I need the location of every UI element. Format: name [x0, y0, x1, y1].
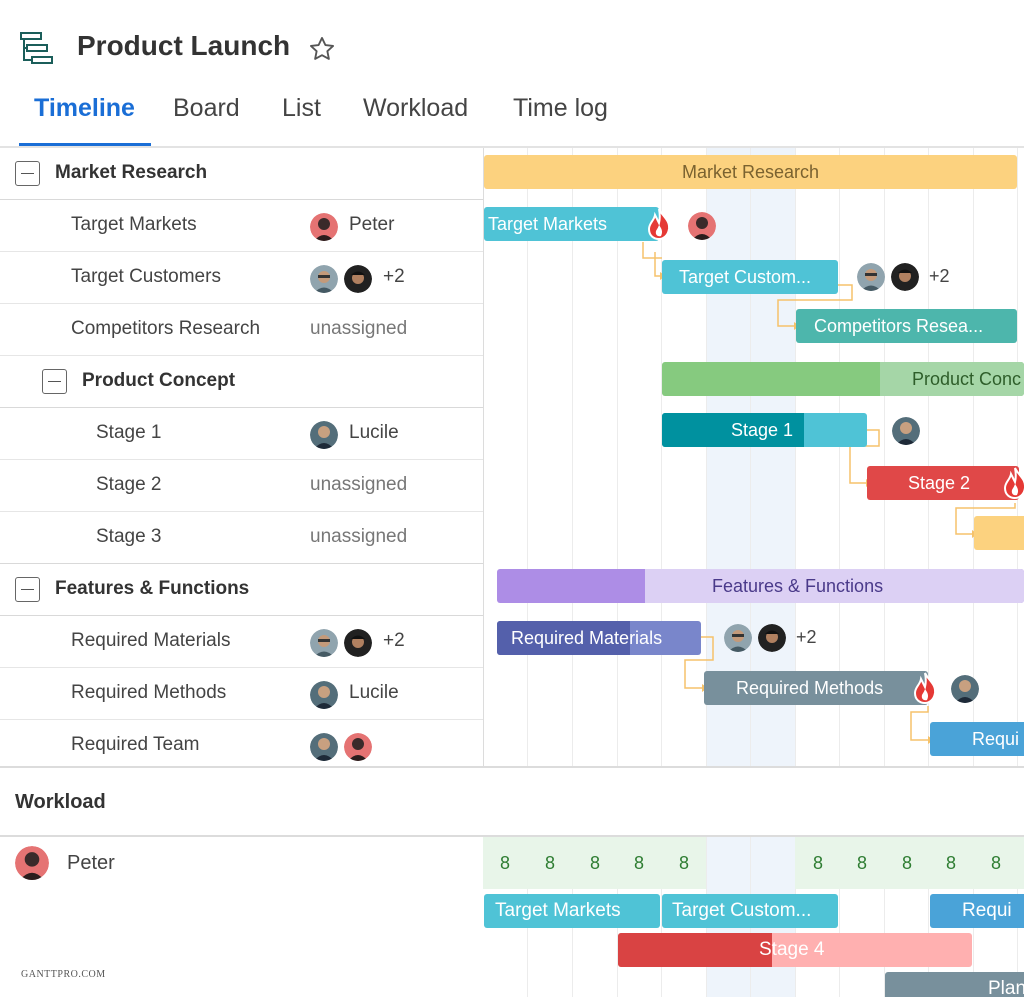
tab-time-log[interactable]: Time log: [513, 94, 608, 122]
task-name: Required Methods: [71, 682, 227, 703]
tab-board[interactable]: Board: [173, 94, 240, 122]
workload-hours: 8: [499, 853, 510, 873]
bar-market-research[interactable]: Market Research: [484, 155, 1017, 189]
task-row-stage-2[interactable]: Stage 2 unassigned: [0, 460, 483, 512]
task-name: Required Team: [71, 734, 200, 755]
tab-list[interactable]: List: [282, 94, 321, 122]
avatar-lucile: [310, 733, 338, 761]
avatar-dark-hair: [344, 629, 372, 657]
task-name: Stage 3: [96, 526, 162, 547]
tab-timeline[interactable]: Timeline: [34, 94, 135, 122]
workload-hours: 8: [990, 853, 1001, 873]
workload-hours: 8: [856, 853, 867, 873]
timeline-grid: [483, 148, 1024, 766]
task-name: Stage 2: [96, 474, 162, 495]
avatar-glasses: [724, 624, 752, 652]
task-row-stage-1[interactable]: Stage 1 Lucile: [0, 408, 483, 460]
task-row-target-customers[interactable]: Target Customers +2: [0, 252, 483, 304]
avatar-glasses: [310, 265, 338, 293]
task-row-features-functions[interactable]: Features & Functions: [0, 564, 483, 616]
avatar-glasses: [310, 629, 338, 657]
avatar-peter: [15, 846, 49, 880]
task-row-stage-3[interactable]: Stage 3 unassigned: [0, 512, 483, 564]
avatar-peter: [688, 212, 716, 240]
workload-divider: [0, 766, 1024, 768]
avatar-dark-hair: [891, 263, 919, 291]
extra-assignees-count: +2: [796, 627, 817, 647]
task-name: Competitors Research: [71, 318, 261, 339]
list-divider: [483, 148, 484, 766]
workload-hours: 8: [812, 853, 823, 873]
bar-stage-2[interactable]: Stage 2: [867, 466, 1019, 500]
bar-features-functions[interactable]: Features & Functions: [497, 569, 1024, 603]
workload-bar-plan[interactable]: Plan: [885, 972, 1024, 997]
task-name: Market Research: [55, 162, 208, 183]
bar-required-methods[interactable]: Required Methods: [704, 671, 928, 705]
avatar-lucile: [310, 421, 338, 449]
bar-required-team[interactable]: Requi: [930, 722, 1024, 756]
collapse-icon[interactable]: [15, 161, 40, 186]
watermark: GANTTPRO.COM: [21, 969, 106, 980]
workload-hours: 8: [589, 853, 600, 873]
task-name: Target Markets: [71, 214, 197, 235]
workload-bar-required-team[interactable]: Requi: [930, 894, 1024, 928]
workload-hours: 8: [544, 853, 555, 873]
bar-competitors-research[interactable]: Competitors Resea...: [796, 309, 1017, 343]
avatar-peter: [310, 213, 338, 241]
workload-bar-target-markets[interactable]: Target Markets: [484, 894, 660, 928]
bar-stage-1[interactable]: Stage 1: [662, 413, 867, 447]
task-row-product-concept[interactable]: Product Concept: [0, 356, 483, 408]
task-row-required-materials[interactable]: Required Materials +2: [0, 616, 483, 668]
tab-workload[interactable]: Workload: [363, 94, 469, 122]
gantt-project-icon: [20, 32, 53, 64]
collapse-icon[interactable]: [15, 577, 40, 602]
workload-bar-target-customers[interactable]: Target Custom...: [662, 894, 838, 928]
avatar-lucile: [892, 417, 920, 445]
workload-header-divider: [0, 835, 1024, 837]
avatar-peter: [344, 733, 372, 761]
task-name: Product Concept: [82, 370, 236, 391]
flame-icon: [647, 208, 671, 241]
task-row-required-methods[interactable]: Required Methods Lucile: [0, 668, 483, 720]
extra-assignees-count: +2: [929, 266, 950, 286]
task-name: Features & Functions: [55, 578, 250, 599]
task-row-competitors-research[interactable]: Competitors Research unassigned: [0, 304, 483, 356]
star-icon[interactable]: [308, 35, 336, 63]
task-name: Target Customers: [71, 266, 221, 287]
avatar-glasses: [857, 263, 885, 291]
bar-stage-3[interactable]: [974, 516, 1024, 550]
workload-title: Workload: [15, 791, 106, 813]
active-tab-indicator: [19, 143, 151, 147]
bar-target-markets[interactable]: Target Markets: [484, 207, 659, 241]
collapse-icon[interactable]: [42, 369, 67, 394]
bar-target-customers[interactable]: Target Custom...: [662, 260, 838, 294]
task-name: Required Materials: [71, 630, 231, 651]
avatar-dark-hair: [758, 624, 786, 652]
header-divider: [0, 146, 1024, 148]
bar-product-concept[interactable]: Product Conc: [662, 362, 1024, 396]
workload-hours: 8: [633, 853, 644, 873]
avatar-lucile: [951, 675, 979, 703]
workload-hours: 8: [945, 853, 956, 873]
avatar-lucile: [310, 681, 338, 709]
task-row-required-team[interactable]: Required Team: [0, 720, 483, 772]
task-row-market-research[interactable]: Market Research: [0, 148, 483, 200]
view-tabs: Timeline Board List Workload Time log: [0, 90, 1024, 147]
task-name: Stage 1: [96, 422, 162, 443]
workload-bar-stage-4[interactable]: Stage 4: [618, 933, 972, 967]
flame-icon: [913, 672, 937, 705]
workload-hours: 8: [678, 853, 689, 873]
flame-icon: [1003, 467, 1024, 500]
workload-person-name: Peter: [67, 852, 115, 874]
task-row-target-markets[interactable]: Target Markets Peter: [0, 200, 483, 252]
workload-hours: 8: [901, 853, 912, 873]
avatar-dark-hair: [344, 265, 372, 293]
project-title: Product Launch: [77, 30, 291, 61]
bar-required-materials[interactable]: Required Materials: [497, 621, 701, 655]
